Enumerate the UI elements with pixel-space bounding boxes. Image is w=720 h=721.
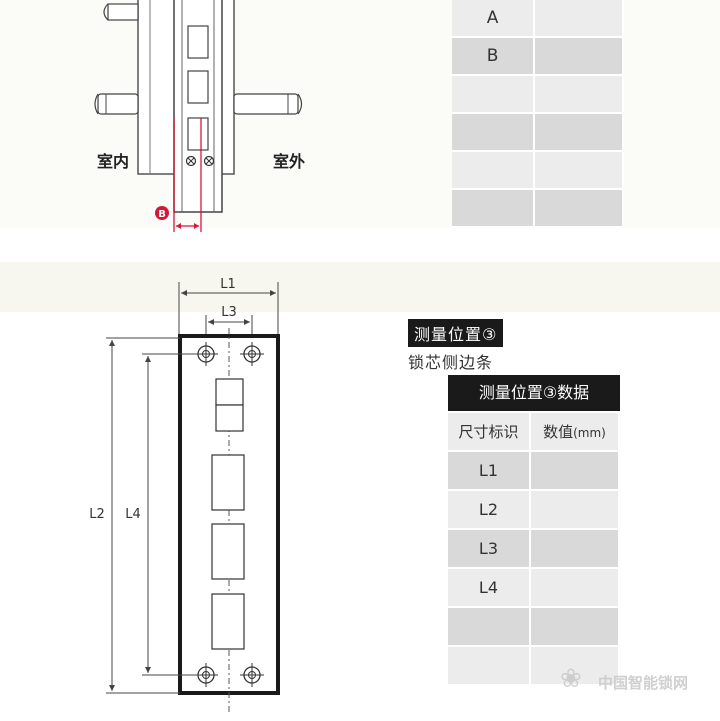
table-row — [452, 113, 624, 152]
bolt-slot-2 — [211, 523, 245, 580]
data-table-title: 测量位置③数据 — [448, 375, 620, 411]
table-row: L3 — [448, 529, 621, 569]
table-row — [452, 189, 624, 228]
table-row: A — [452, 0, 624, 38]
label-cell — [452, 151, 536, 190]
label-cell: B — [452, 37, 536, 76]
screw-top-right — [240, 342, 264, 366]
value-cell — [529, 607, 621, 647]
indoor-handle — [97, 93, 139, 115]
value-cell — [529, 529, 621, 569]
watermark: ❀ 中国智能锁网 — [560, 660, 720, 700]
label-cell: L3 — [448, 529, 531, 569]
label-cell: L2 — [448, 490, 531, 530]
table-row: L1 — [448, 451, 621, 491]
dim-l3-label: L3 — [221, 305, 237, 320]
outdoor-label: 室外 — [273, 152, 305, 171]
label-cell: L4 — [448, 568, 531, 608]
indoor-label: 室内 — [97, 152, 129, 171]
faceplate-diagram: L1 L3 L2 L4 — [89, 277, 280, 714]
dim-l2-label: L2 — [89, 507, 105, 522]
marker-b-badge — [155, 206, 169, 220]
latch-slot-lower — [215, 404, 244, 432]
measure-position-title: 测量位置③ — [408, 319, 504, 347]
table-row — [448, 607, 621, 647]
slot-1 — [187, 25, 209, 59]
value-cell — [534, 75, 624, 114]
header-value-cell: 数值(mm) — [529, 413, 621, 452]
bolt-slot-3 — [211, 593, 245, 650]
measure-position-tag: 测量位置③ 锁芯侧边条 — [408, 319, 504, 373]
label-cell — [452, 75, 536, 114]
header-value-text: 数值 — [543, 423, 574, 441]
outdoor-handle — [233, 93, 299, 115]
measure-position-subtitle: 锁芯侧边条 — [408, 353, 494, 372]
top-spindle — [107, 3, 139, 21]
value-cell — [529, 451, 621, 491]
label-cell: A — [452, 0, 536, 38]
bolt-slot-1 — [211, 454, 245, 511]
table-header-row: 尺寸标识 数值(mm) — [448, 413, 621, 452]
label-cell — [448, 607, 531, 647]
table-row: L4 — [448, 568, 621, 608]
table-row — [448, 646, 621, 686]
label-cell — [452, 189, 536, 228]
latch-slot-upper — [215, 378, 244, 406]
dim-l4-label: L4 — [125, 507, 141, 522]
label-cell: L1 — [448, 451, 531, 491]
header-unit-text: (mm) — [573, 426, 606, 440]
label-cell — [452, 113, 536, 152]
value-cell — [529, 490, 621, 530]
watermark-text: 中国智能锁网 — [598, 674, 689, 692]
slot-2 — [187, 70, 209, 104]
label-cell — [448, 646, 531, 686]
value-cell — [529, 568, 621, 608]
value-cell — [534, 189, 624, 228]
value-cell — [534, 113, 624, 152]
dim-l1-label: L1 — [220, 277, 236, 292]
table-row — [452, 151, 624, 190]
lock-side-diagram: B 室内 室外 — [94, 0, 305, 232]
screw-bottom-right — [240, 663, 264, 687]
table-row: L2 — [448, 490, 621, 530]
value-cell — [534, 37, 624, 76]
wechat-bubble-icon: ❀ — [560, 664, 582, 694]
value-cell — [534, 0, 624, 38]
header-label-cell: 尺寸标识 — [448, 413, 531, 452]
slot-3 — [187, 117, 209, 151]
marker-b-label: B — [158, 209, 166, 220]
value-cell — [534, 151, 624, 190]
bottom-band — [0, 262, 720, 312]
table-row — [452, 75, 624, 114]
value-cell — [529, 646, 621, 686]
table-row: B — [452, 37, 624, 76]
